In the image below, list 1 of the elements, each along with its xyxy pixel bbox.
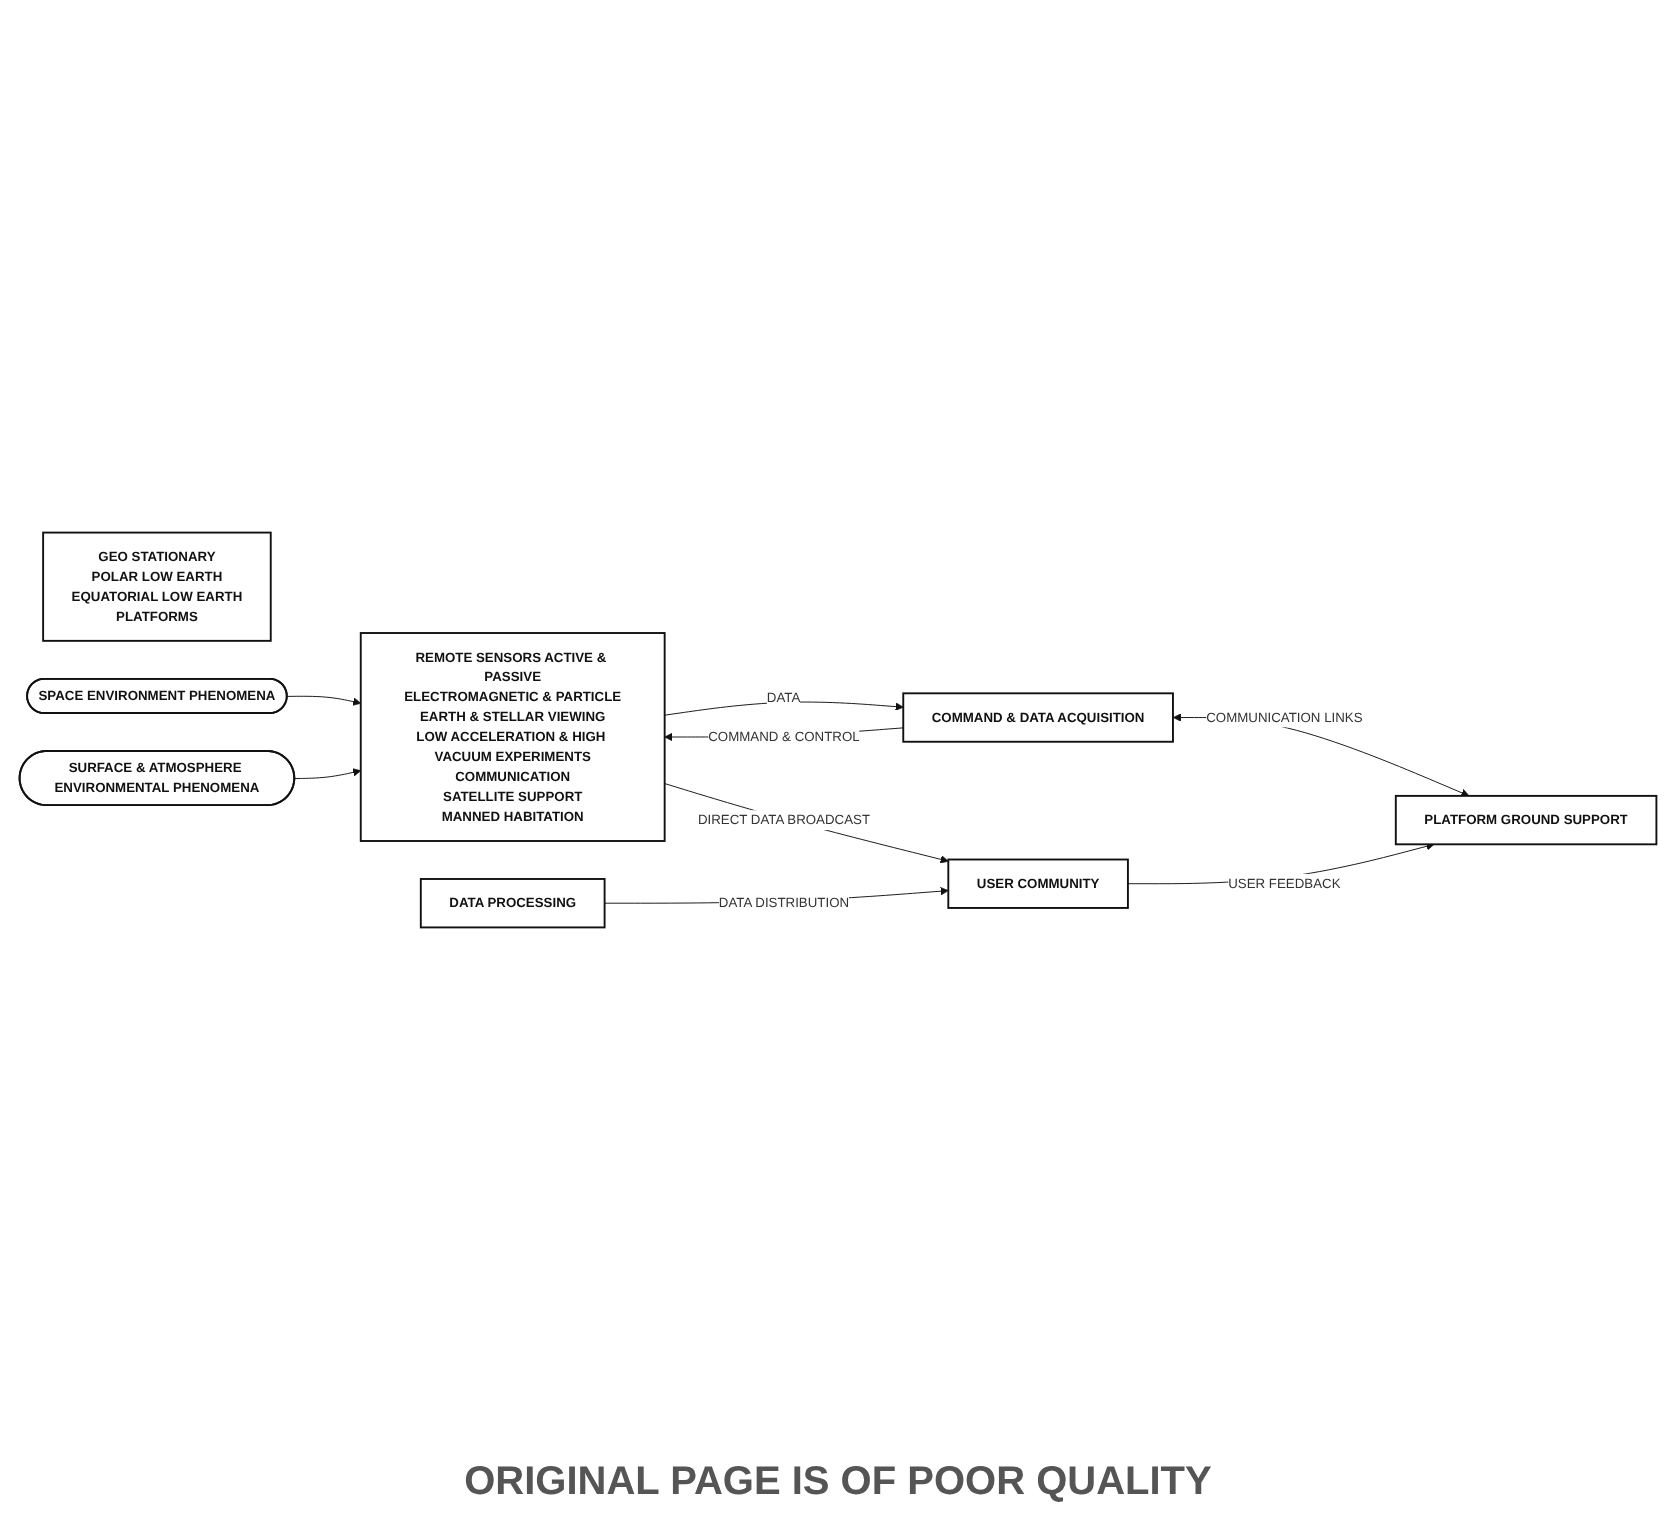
stamp-note: ORIGINAL PAGE IS OF POOR QUALITY <box>464 1460 1212 1506</box>
